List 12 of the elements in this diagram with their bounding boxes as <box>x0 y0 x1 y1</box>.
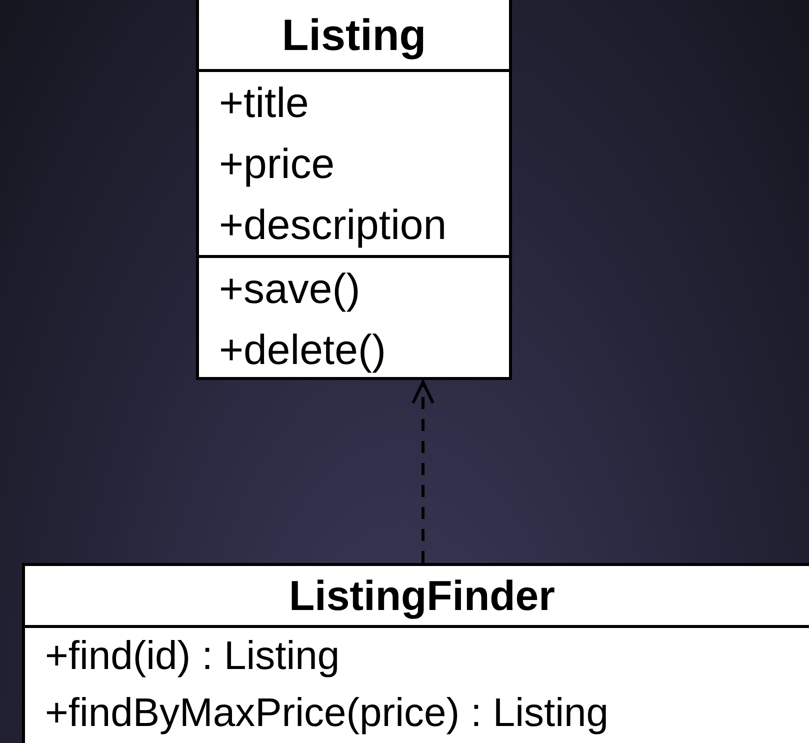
dependency-arrow <box>412 380 434 563</box>
class-member: +description <box>218 200 448 250</box>
class-box <box>196 0 512 380</box>
class-member: +save() <box>218 264 362 314</box>
class-box <box>22 563 809 743</box>
class-member: +price <box>218 139 336 189</box>
class-name: ListingFinder <box>288 571 556 621</box>
class-member: +title <box>218 78 310 128</box>
class-member: +delete() <box>218 325 387 375</box>
class-name: Listing <box>280 10 428 62</box>
class-member: +findByMaxPrice(price) : Listing <box>44 690 610 737</box>
class-member: +find(id) : Listing <box>44 633 341 680</box>
